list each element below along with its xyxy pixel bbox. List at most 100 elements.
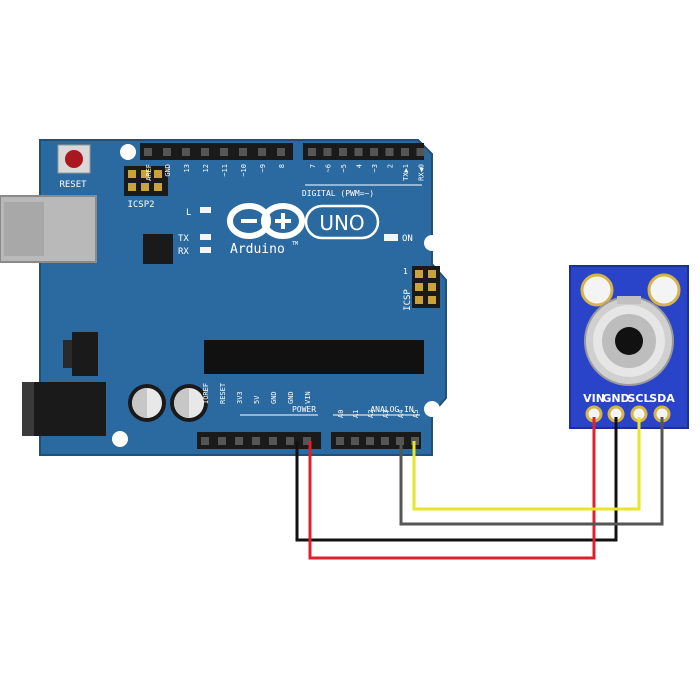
led-tx — [200, 234, 211, 240]
power-pin-label: 5V — [253, 395, 261, 404]
digital-pin-hole — [385, 148, 394, 156]
digital-pin-hole — [401, 148, 409, 156]
analog-pin-label: A1 — [352, 410, 360, 418]
analog-pin-hole — [336, 437, 344, 445]
digital-pin-label: 2 — [387, 164, 395, 168]
digital-pin-label: 7 — [309, 164, 317, 168]
digital-pin-hole — [370, 148, 378, 156]
on-label: ON — [402, 234, 413, 244]
digital-pin-hole — [323, 148, 332, 156]
led-rx-label: RX — [178, 247, 189, 257]
dc-power-jack — [22, 382, 106, 436]
analog-pin-label: A3 — [382, 410, 390, 418]
analog-pin-label: A0 — [337, 410, 345, 418]
power-pin-label: GND — [270, 391, 278, 404]
brand-text: Arduino — [230, 242, 285, 257]
wire-red-vin — [308, 417, 596, 560]
digital-pin-hole — [339, 148, 347, 156]
digital-pin-hole — [182, 148, 190, 156]
power-pin-label: 3V3 — [236, 391, 244, 404]
capacitor — [128, 384, 166, 422]
dc-power-jack-edge — [22, 382, 34, 436]
board-pcb — [39, 139, 447, 456]
digital-pin-hole — [354, 148, 363, 156]
digital-pin-label: ~11 — [221, 164, 229, 177]
icsp-pin — [428, 296, 436, 304]
reset-button-cap[interactable] — [65, 150, 83, 168]
led-tx-label: TX — [178, 234, 189, 244]
icsp-header — [412, 266, 440, 308]
power-pin-label: RESET — [219, 382, 227, 404]
digital-header-right — [303, 143, 424, 160]
mounting-hole — [647, 273, 681, 307]
wire-gray-scl — [399, 417, 664, 526]
reset-label: RESET — [59, 180, 87, 190]
wires — [295, 417, 664, 560]
digital-pin-label: 12 — [202, 164, 210, 172]
led-l — [200, 207, 211, 213]
digital-pin-label: ~6 — [325, 164, 333, 172]
digital-pin-label: RX◀0 — [418, 164, 426, 181]
power-pin-hole — [303, 437, 311, 445]
icsp-pin — [415, 270, 423, 278]
led-l-label: L — [186, 208, 191, 218]
analog-pin-hole — [366, 437, 374, 445]
digital-pin-hole — [277, 148, 285, 156]
icsp-pin — [415, 283, 423, 291]
sensor-pin-label: VIN — [583, 392, 605, 405]
sensor-pin-label: SDA — [649, 392, 675, 405]
analog-pin-label: A2 — [367, 410, 375, 418]
voltage-regulator-body — [72, 332, 98, 376]
capacitor — [170, 384, 208, 422]
icsp2-pin — [141, 170, 149, 178]
mounting-hole — [424, 401, 440, 417]
arduino-logo: Arduino TM UNO — [227, 203, 380, 257]
power-pin-label: VIN — [304, 391, 312, 404]
digital-pin-label: ~10 — [240, 164, 248, 177]
digital-pin-hole — [220, 148, 228, 156]
digital-pin-hole — [239, 148, 247, 156]
digital-header-left — [140, 143, 293, 160]
digital-pin-label: ~9 — [259, 164, 267, 172]
mounting-hole — [580, 273, 614, 307]
digital-pin-label: 8 — [278, 164, 286, 168]
icsp2-pin — [154, 183, 162, 191]
usb-chip — [143, 234, 173, 264]
usb-connector-inner — [4, 202, 44, 256]
arduino-uno-board: RESET ICSP2 L TX RX ON — [0, 139, 447, 456]
atmega-chip — [204, 340, 424, 374]
digital-pin-label: 13 — [183, 164, 191, 172]
analog-pin-label: A5 — [412, 410, 420, 418]
mounting-hole — [120, 144, 136, 160]
icsp2-pin — [128, 170, 136, 178]
digital-pin-label: ~3 — [371, 164, 379, 172]
sensor-pin-label: SCL — [627, 392, 650, 405]
analog-pin-hole — [351, 437, 359, 445]
digital-pin-hole — [163, 148, 171, 156]
icsp-pin — [428, 270, 436, 278]
icsp2-pin — [141, 183, 149, 191]
icsp2-pin — [128, 183, 136, 191]
led-on — [384, 234, 398, 241]
power-pin-hole — [269, 437, 277, 445]
mounting-hole — [112, 431, 128, 447]
infinity-logo-icon — [261, 203, 305, 239]
digital-pin-label: TX▶1 — [402, 164, 410, 181]
ir-sensor-can-icon — [584, 296, 674, 386]
icsp2-pin — [154, 170, 162, 178]
mounting-hole — [424, 235, 440, 251]
analog-label: ANALOG IN — [370, 405, 414, 414]
power-label: POWER — [292, 405, 316, 414]
sensor-pin-label: GND — [602, 392, 629, 405]
icsp-pin — [428, 283, 436, 291]
wire-yellow-sda — [412, 417, 641, 511]
icsp2-label: ICSP2 — [127, 200, 154, 210]
analog-pin-label: A4 — [397, 410, 405, 418]
power-pin-hole — [218, 437, 226, 445]
digital-label: DIGITAL (PWM=~) — [302, 189, 374, 198]
digital-pin-hole — [201, 148, 209, 156]
icsp-pin — [415, 296, 423, 304]
digital-pin-label: 4 — [356, 164, 364, 168]
